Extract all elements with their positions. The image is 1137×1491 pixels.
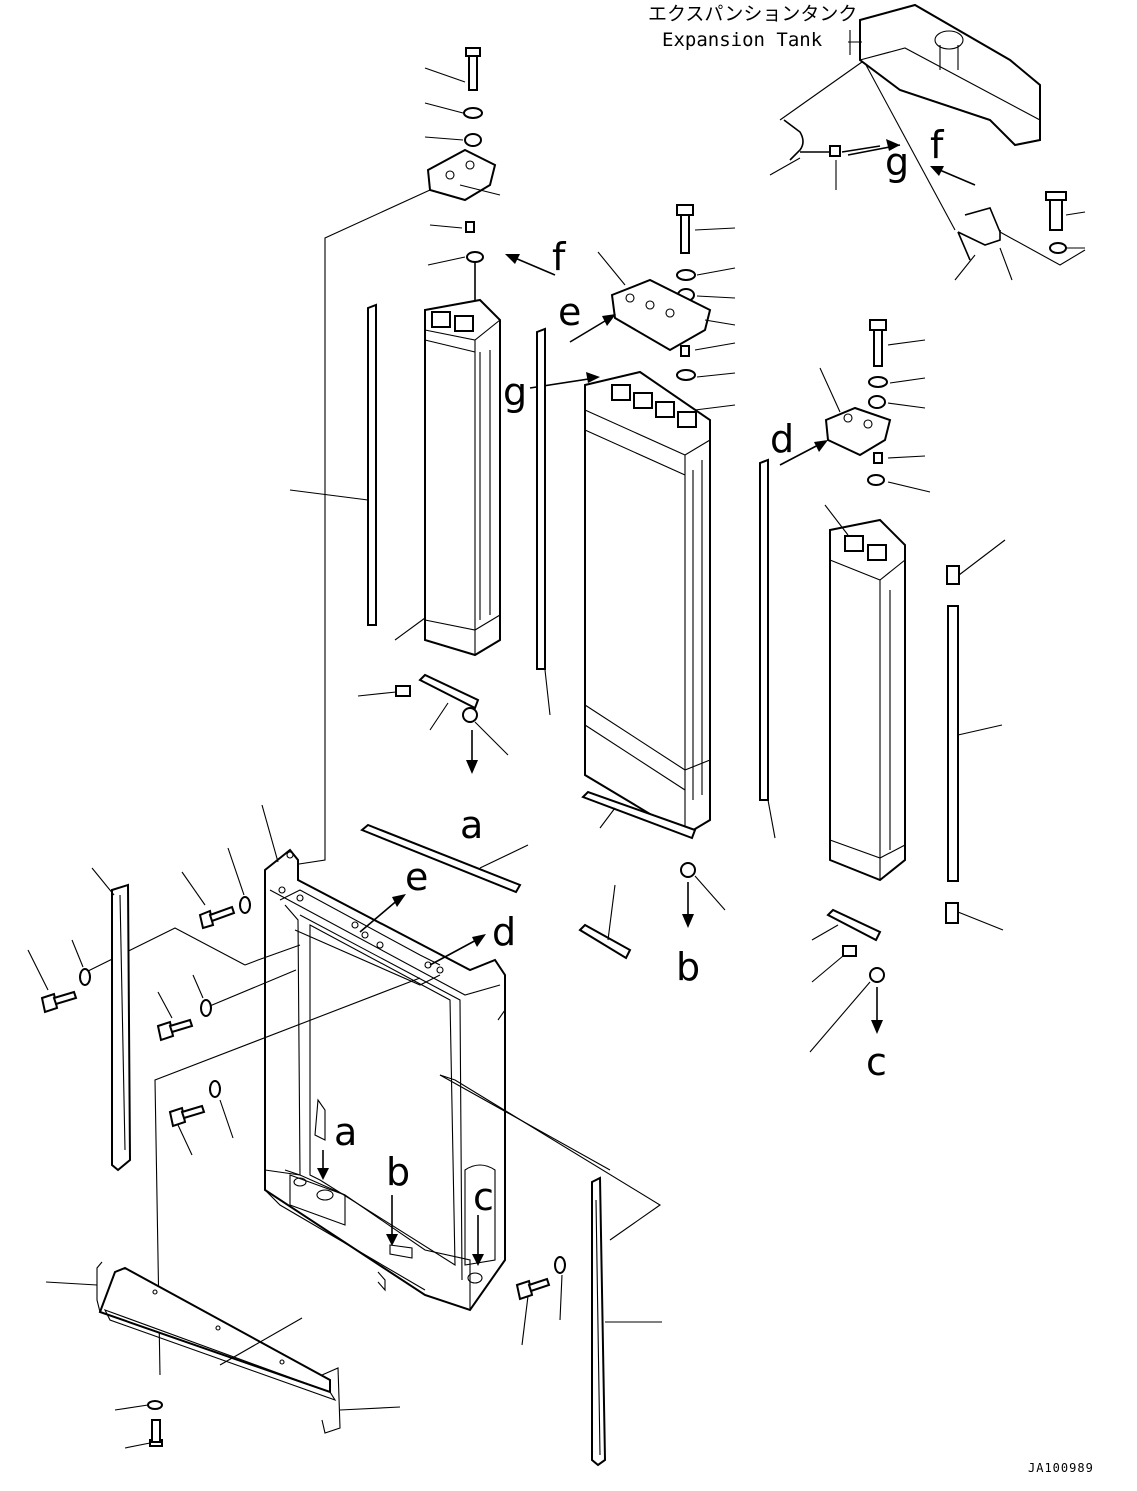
radiator-frame <box>264 848 506 1312</box>
bracket-left <box>426 148 501 202</box>
ref-label-a: a <box>460 803 483 847</box>
ref-label-c-frame: c <box>473 1175 494 1219</box>
bracket-middle <box>597 251 736 352</box>
seal-strip-far-right <box>947 605 959 882</box>
ref-label-d: d <box>492 910 516 954</box>
radiator-core-left <box>424 298 501 657</box>
bolt-mid <box>156 974 212 1042</box>
ref-label-f: f <box>552 235 567 279</box>
hose-g <box>783 119 804 161</box>
drawing-code: JA100989 <box>1028 1461 1094 1475</box>
seal-strip-right <box>759 458 769 801</box>
bolt-stack-left <box>424 47 483 147</box>
seal-bar-long <box>360 823 522 894</box>
ref-label-g-top: g <box>885 140 909 184</box>
caption-japanese: エクスパンションタンク <box>648 3 857 25</box>
seal-bar <box>418 673 480 710</box>
radiator-core-middle <box>584 370 711 837</box>
ref-label-a-frame: a <box>334 1110 357 1154</box>
seal-strip-middle <box>536 327 546 670</box>
ref-label-c: c <box>866 1040 887 1084</box>
bolt-lower <box>168 1080 234 1156</box>
ref-label-b: b <box>676 945 700 989</box>
bracket-right <box>819 367 892 457</box>
ref-label-f-top: f <box>930 123 945 167</box>
side-bracket-left <box>111 883 132 1172</box>
ref-label-g: g <box>503 370 527 414</box>
seal-strip-left <box>367 303 377 626</box>
caption-english: Expansion Tank <box>662 29 823 51</box>
bolt-stack-right <box>868 319 926 409</box>
radiator-core-right <box>824 504 906 882</box>
ref-label-e: e <box>405 855 428 899</box>
side-strip-right <box>591 1176 607 1467</box>
leader-line <box>272 189 431 869</box>
bolt-upper <box>181 847 251 930</box>
expansion-tank <box>848 3 1041 147</box>
hose-f <box>957 230 1001 246</box>
leader-line <box>779 61 863 121</box>
bolt-stack-middle <box>676 204 736 302</box>
bolt-left <box>27 939 91 1014</box>
ref-label-e-top: e <box>558 290 581 334</box>
ref-label-d-top: d <box>770 417 794 461</box>
spacer-block <box>395 685 411 697</box>
bottom-shroud <box>96 1261 341 1434</box>
ref-label-b-frame: b <box>386 1150 410 1194</box>
